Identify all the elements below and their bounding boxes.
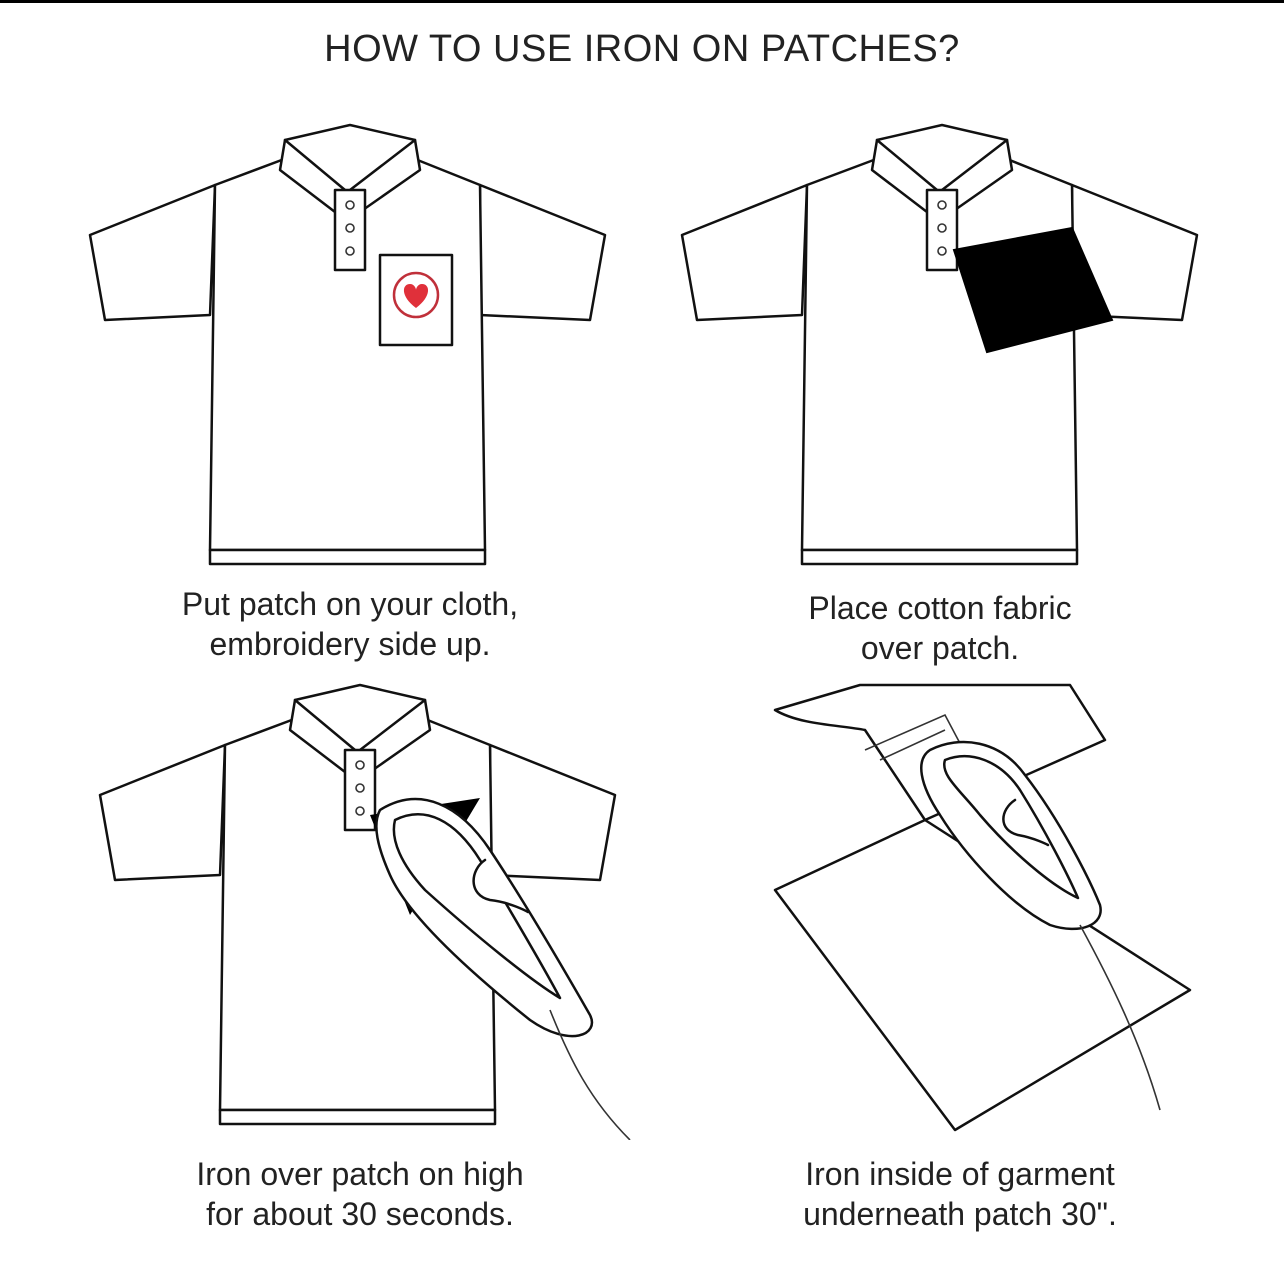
polo-shirt-icon [98, 683, 617, 1126]
page-title: HOW TO USE IRON ON PATCHES? [324, 28, 960, 70]
heart-patch-icon [378, 253, 454, 347]
step2-caption: Place cotton fabric over patch. [700, 588, 1180, 668]
iron-icon [375, 797, 631, 1140]
step4-caption: Iron inside of garment underneath patch … [730, 1154, 1190, 1234]
step4-line1: Iron inside of garment [805, 1156, 1115, 1192]
polo-shirt-icon [680, 123, 1199, 566]
step3-caption: Iron over patch on high for about 30 sec… [110, 1154, 610, 1234]
step3-illustration [98, 683, 631, 1140]
step3-line1: Iron over patch on high [196, 1156, 524, 1192]
step2-line2: over patch. [860, 630, 1020, 666]
step4-illustration [773, 683, 1192, 1132]
step4-line2: underneath patch 30". [803, 1196, 1117, 1232]
step1-line2: embroidery side up. [209, 626, 491, 662]
step1-illustration [88, 123, 607, 566]
polo-shirt-icon [88, 123, 607, 566]
step2-illustration [680, 123, 1199, 566]
step2-line1: Place cotton fabric [808, 590, 1072, 626]
step3-line2: for about 30 seconds. [206, 1196, 514, 1232]
step1-line1: Put patch on your cloth, [181, 586, 519, 622]
top-border [0, 0, 1284, 3]
cotton-fabric-icon [952, 226, 1114, 354]
iron-icon [920, 740, 1161, 1111]
step1-caption: Put patch on your cloth, embroidery side… [110, 584, 590, 664]
